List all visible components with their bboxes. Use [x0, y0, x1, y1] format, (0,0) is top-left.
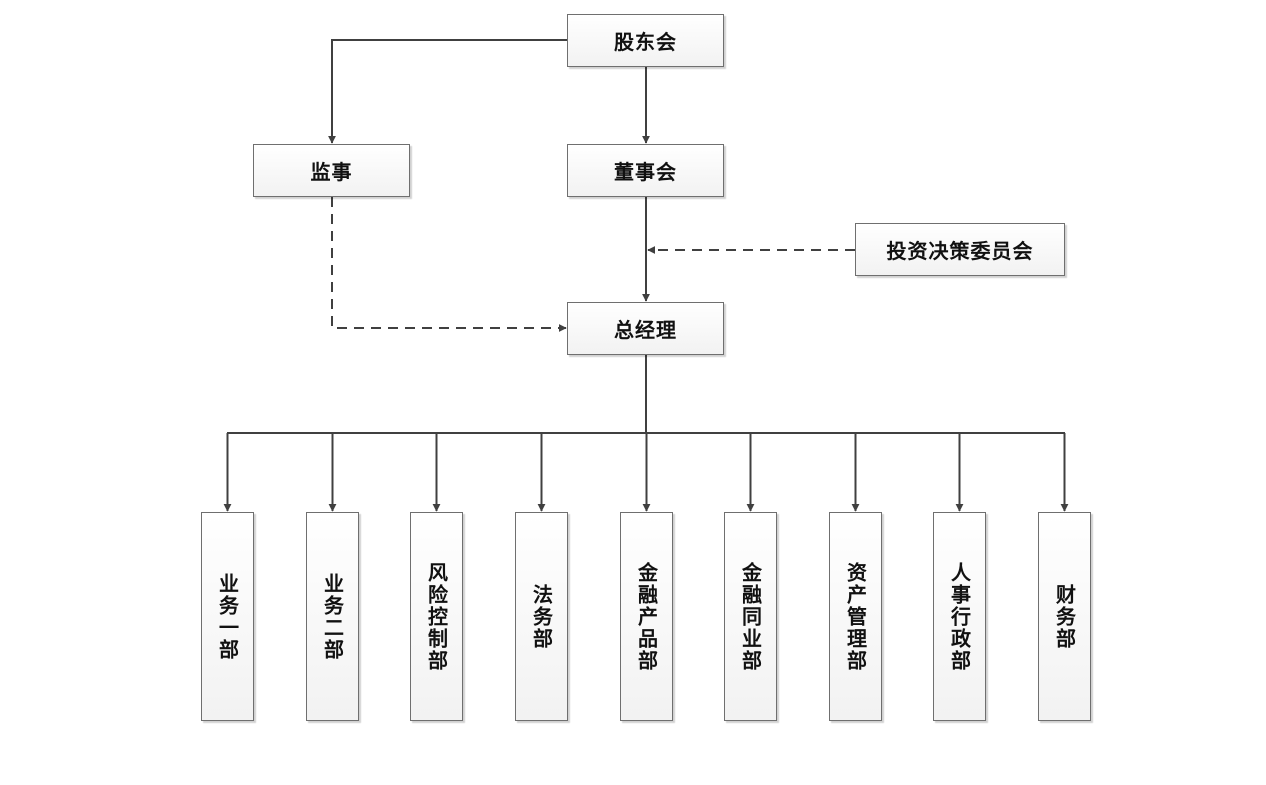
node-board: 董事会 [567, 144, 724, 197]
department-box: 业务二部 [306, 512, 359, 721]
department-box: 财务部 [1038, 512, 1091, 721]
department-label: 法务部 [529, 583, 554, 650]
department-label: 金融产品部 [634, 561, 659, 672]
department-label: 业务一部 [215, 572, 240, 661]
department-label: 资产管理部 [843, 561, 868, 672]
department-box: 金融产品部 [620, 512, 673, 721]
node-label: 总经理 [614, 318, 677, 342]
department-box: 法务部 [515, 512, 568, 721]
link-supervisor-gm [331, 197, 567, 332]
department-label: 人事行政部 [947, 561, 972, 672]
department-label: 业务二部 [320, 572, 345, 661]
node-investment-committee: 投资决策委员会 [855, 223, 1065, 276]
node-label: 投资决策委员会 [886, 239, 1034, 263]
department-label: 财务部 [1052, 583, 1077, 650]
link-shareholders-supervisor [328, 39, 567, 144]
department-label: 金融同业部 [738, 561, 763, 672]
department-label: 风险控制部 [424, 561, 449, 672]
node-shareholders: 股东会 [567, 14, 724, 67]
department-box: 资产管理部 [829, 512, 882, 721]
node-supervisor: 监事 [253, 144, 410, 197]
department-box: 人事行政部 [933, 512, 986, 721]
department-box: 金融同业部 [724, 512, 777, 721]
department-box: 风险控制部 [410, 512, 463, 721]
node-label: 股东会 [614, 30, 677, 54]
node-general-manager: 总经理 [567, 302, 724, 355]
node-label: 监事 [310, 160, 353, 184]
node-label: 董事会 [614, 160, 677, 184]
department-box: 业务一部 [201, 512, 254, 721]
